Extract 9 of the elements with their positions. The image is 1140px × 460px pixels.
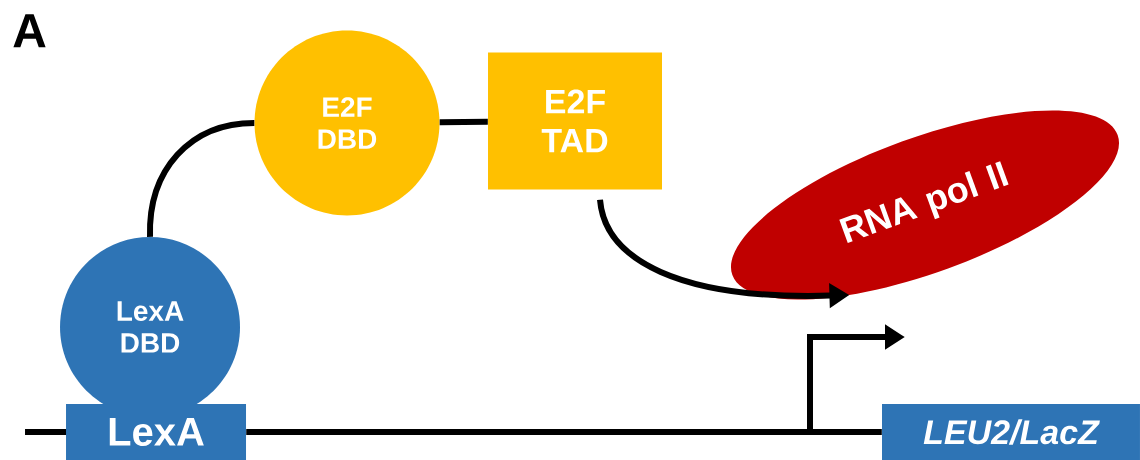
gene-box: LEU2/LacZ (882, 404, 1140, 460)
panel-letter: A (13, 14, 46, 48)
connector-line (147, 120, 255, 237)
connector-line (246, 429, 882, 435)
node-label: LexA DBD (117, 301, 184, 353)
protein-domain-box: E2F TAD (488, 52, 662, 190)
node-label: LexA (109, 418, 204, 446)
operator-box: LexA (66, 404, 246, 460)
connector-line (439, 118, 488, 126)
